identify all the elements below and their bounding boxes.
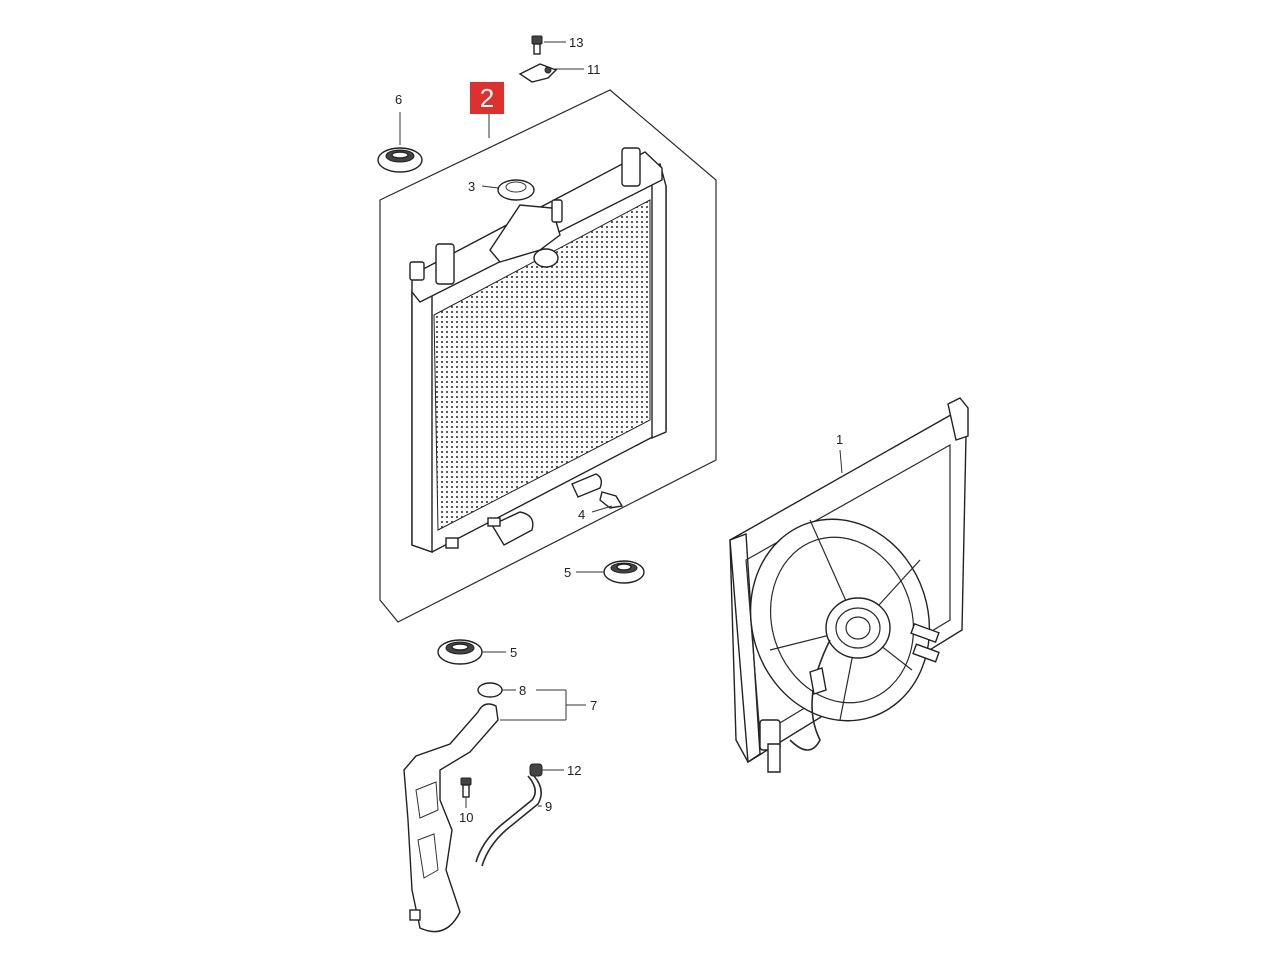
callout-5b-label: 5	[510, 645, 517, 660]
callout-6-label: 6	[395, 92, 402, 107]
radiator-assembly[interactable]	[379, 89, 717, 623]
radiator-bracket[interactable]: 11	[518, 62, 601, 83]
callout-8-label: 8	[519, 683, 526, 698]
callout-13-label: 13	[569, 35, 583, 50]
lower-mount-cushion-right[interactable]: 5	[564, 560, 645, 584]
callout-2-label: 2	[480, 83, 494, 113]
radiator-core-fins	[433, 199, 651, 531]
reservoir-screw[interactable]: 10	[459, 777, 473, 825]
callout-7-label: 7	[590, 698, 597, 713]
callout-3-label: 3	[468, 179, 475, 194]
drain-plug[interactable]: 4	[578, 491, 624, 522]
callout-1-label: 1	[836, 432, 843, 447]
overflow-hose[interactable]: 9	[475, 775, 552, 867]
bolt-top[interactable]: 13	[531, 35, 583, 55]
reservoir-cap[interactable]: 8	[477, 682, 526, 698]
callout-4-label: 4	[578, 507, 585, 522]
callout-5a-label: 5	[564, 565, 571, 580]
callout-2-highlighted[interactable]: 2	[470, 82, 504, 138]
hose-clamp[interactable]: 12	[529, 763, 581, 778]
cooling-fan-assembly[interactable]: 1	[725, 397, 969, 773]
callout-9-label: 9	[545, 799, 552, 814]
radiator-cap[interactable]: 3	[468, 179, 535, 201]
callout-10-label: 10	[459, 810, 473, 825]
coolant-reservoir-tank[interactable]: 7	[403, 689, 597, 933]
lower-mount-cushion-left[interactable]: 5	[437, 639, 517, 665]
callout-12-label: 12	[567, 763, 581, 778]
upper-mount-cushion[interactable]: 6	[377, 92, 423, 173]
callout-11-label: 11	[587, 62, 601, 77]
